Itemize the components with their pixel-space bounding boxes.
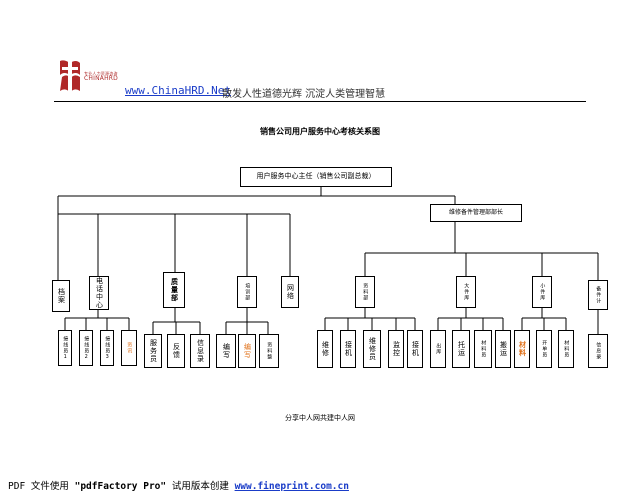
pdf-note-middle: 试用版本创建 [166,481,235,492]
chinahrd-logo [54,57,114,97]
dept-network-box: 网络 [281,276,299,308]
big-shipping-box: 托运 [452,330,470,368]
training-write-2-box: 编写 [238,334,256,368]
dept-big-warehouse-label: 大件库 [463,283,470,301]
parts-manager-label: 维修备件管理部部长 [448,209,503,217]
root-director-label: 用户服务中心主任（销售公司副总裁） [256,172,376,181]
phone-operator-1-label: 接线员1 [62,335,69,361]
phone-operator-2-label: 接线员2 [83,335,90,361]
big-carry-box: 搬运 [495,330,511,368]
small-clerk-label: 材料员 [563,340,570,358]
quality-feedback-label: 反馈 [172,343,181,359]
quality-info-entry-label: 信息录 [196,339,205,363]
phone-operator-1-box: 接线员1 [58,330,72,366]
records-repair-box: 维修 [317,330,333,368]
training-write-2-label: 编写 [243,343,252,359]
dept-small-warehouse-label: 小件库 [539,283,546,301]
site-slogan: 散发人性道德光辉 沉淀人类管理智慧 [222,89,386,100]
phone-operator-3-label: 接线员3 [104,335,111,361]
site-url-link[interactable]: www.ChinaHRD.Net [125,84,231,97]
dept-records-box: 资料部 [355,276,375,308]
parts-manager-box: 维修备件管理部部长 [430,204,522,222]
parts-info-entry-box: 信息录 [588,334,608,368]
dept-parts-plan-box: 备件计 [588,280,608,310]
small-billing-label: 开单员 [541,340,548,358]
big-outbound-box: 出库 [430,330,446,368]
phone-consult-box: 资讯 [121,330,137,366]
diagram-footer-credit: 分享中人网共建中人网 [285,414,355,422]
training-material-box: 资料整 [259,334,279,368]
big-shipping-label: 托运 [457,341,466,357]
logo-caption-line1: 专业人力资源咨询 [84,71,118,76]
dept-phone-center-box: 电话中心 [89,276,109,310]
dept-records-label: 资料部 [362,283,369,301]
records-repair-label: 维修 [321,341,330,357]
dept-training-box: 培训部 [237,276,257,308]
records-intake-1-label: 接机 [344,341,353,357]
dept-quality-box: 质量部 [163,272,185,308]
training-material-label: 资料整 [266,342,273,360]
quality-service-label: 服务员 [149,339,158,363]
small-billing-box: 开单员 [536,330,552,368]
big-carry-label: 搬运 [499,341,508,357]
phone-consult-label: 资讯 [126,342,133,354]
records-repairman-label: 维修员 [368,337,377,361]
dept-parts-plan-label: 备件计 [595,286,602,304]
dept-training-label: 培训部 [244,283,251,301]
dept-network-label: 网络 [286,284,295,300]
dept-archive-box: 档案 [52,280,70,312]
training-write-1-label: 编写 [222,343,231,359]
quality-info-entry-box: 信息录 [190,334,210,368]
records-monitor-box: 监控 [388,330,404,368]
logo-caption: 专业人力资源咨询 CHINAHRD [84,71,118,82]
phone-operator-2-box: 接线员2 [79,330,93,366]
records-repairman-box: 维修员 [363,330,381,368]
small-material-label: 材料 [518,341,527,357]
quality-service-box: 服务员 [144,334,162,368]
root-director-box: 用户服务中心主任（销售公司副总裁） [240,167,392,187]
big-clerk-box: 材料员 [474,330,492,368]
logo-caption-line2: CHINAHRD [84,75,118,82]
dept-phone-center-label: 电话中心 [95,277,104,309]
training-write-1-box: 编写 [216,334,236,368]
dept-quality-label: 质量部 [170,278,179,302]
diagram-title: 销售公司用户服务中心考核关系图 [260,127,380,136]
fineprint-link[interactable]: www.fineprint.com.cn [234,481,349,492]
header-divider [54,101,586,102]
big-outbound-label: 出库 [435,343,442,355]
pdf-note-prefix: PDF 文件使用 [8,481,75,492]
records-monitor-label: 监控 [392,341,401,357]
quality-feedback-box: 反馈 [167,334,185,368]
dept-small-warehouse-box: 小件库 [532,276,552,308]
records-intake-2-box: 接机 [407,330,423,368]
phone-operator-3-box: 接线员3 [100,330,114,366]
dept-big-warehouse-box: 大件库 [456,276,476,308]
pdf-factory-note: PDF 文件使用 "pdfFactory Pro" 试用版本创建 www.fin… [8,478,349,492]
pdf-note-product: "pdfFactory Pro" [74,481,167,492]
dept-archive-label: 档案 [57,288,66,304]
parts-info-entry-label: 信息录 [595,342,602,360]
small-material-box: 材料 [514,330,530,368]
records-intake-1-box: 接机 [340,330,356,368]
small-clerk-box: 材料员 [558,330,574,368]
records-intake-2-label: 接机 [411,341,420,357]
big-clerk-label: 材料员 [480,340,487,358]
